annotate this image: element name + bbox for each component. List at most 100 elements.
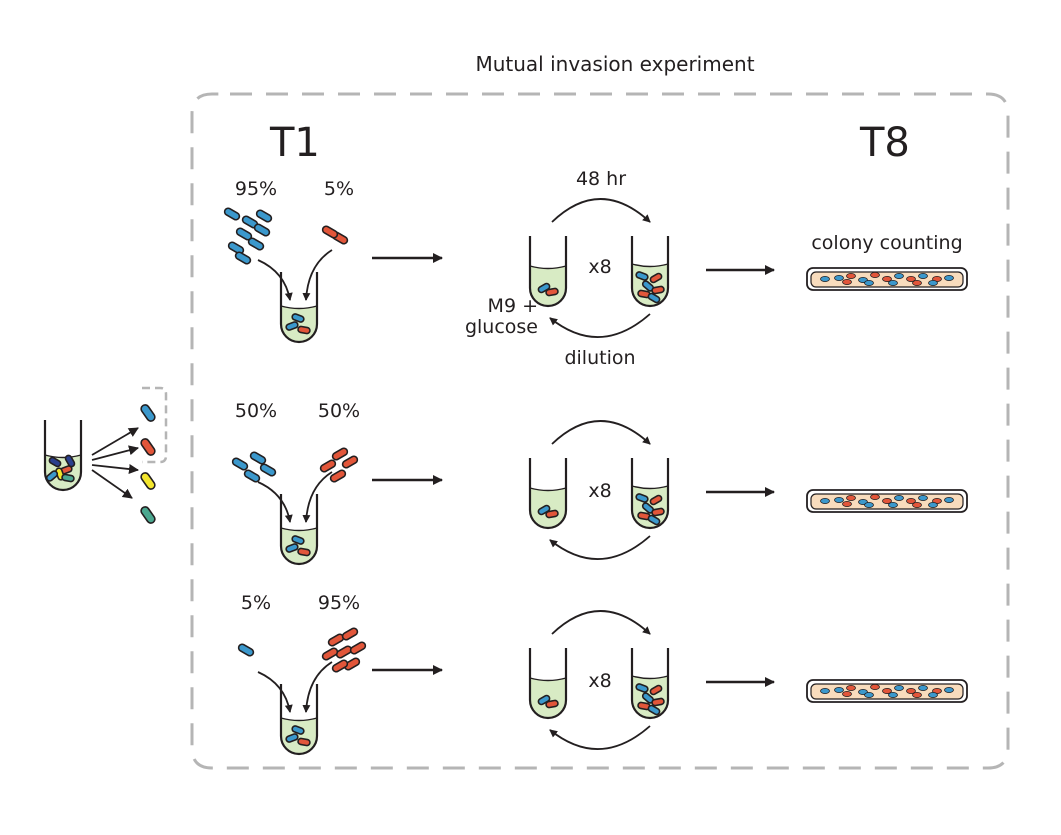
- row1-petri-dish-colony-5: [870, 271, 880, 278]
- row3-petri-dish-lid: [806, 679, 968, 703]
- row2-inoculum-blue-1: [231, 457, 249, 471]
- medium-label-line1: M9 +: [487, 295, 538, 317]
- row3-start-cell-blue: [537, 694, 551, 706]
- row2-petri-dish-colony-14: [888, 501, 898, 508]
- row3-mix-arrow-right: [302, 661, 333, 713]
- row2-culture-tube-start-meniscus: [529, 487, 567, 492]
- source-tube-outline: [43, 420, 83, 492]
- row2-mix-arrow-left: [257, 481, 293, 523]
- row3-mix-tube-meniscus: [280, 717, 318, 722]
- row1-petri-dish-colony-1: [820, 275, 830, 282]
- row1-petri-dish-colony-13: [864, 279, 874, 286]
- row3-mix-tube-media: [282, 718, 316, 753]
- row2-petri-dish-colony-2: [834, 496, 844, 503]
- row2-inoculum-red-1: [331, 447, 349, 461]
- row2-cycle-count: x8: [588, 480, 612, 502]
- row1-end-cell-1: [635, 271, 649, 281]
- row1-petri-dish-colony-12: [842, 278, 852, 285]
- row3-petri-dish-colony-15: [912, 692, 922, 699]
- row3-culture-tube-end-meniscus: [631, 675, 669, 680]
- row2-petri-dish: [806, 489, 968, 513]
- row3-end-cell-1: [635, 683, 649, 693]
- row3-petri-dish-colony-9: [918, 685, 928, 692]
- row3-petri-dish-colony-1: [820, 688, 830, 695]
- row2-end-cell-2: [649, 494, 663, 506]
- source-cell-5: [45, 470, 59, 482]
- row1-start-cell-blue: [537, 282, 551, 294]
- row3-petri-dish-colony-11: [944, 687, 954, 694]
- row2-petri-dish-colony-1: [820, 497, 830, 504]
- row1-petri-dish-colony-15: [912, 279, 922, 286]
- row3-mix-cell-red: [297, 737, 311, 747]
- row2-culture-tube-start-outline: [528, 458, 568, 530]
- row1-mix-tube-outline: [279, 272, 319, 344]
- row2-start-cell-red: [545, 509, 559, 519]
- row1-petri-dish-colony-8: [906, 275, 916, 282]
- row2-petri-dish-colony-5: [870, 493, 880, 500]
- isolate-blue: [140, 404, 156, 422]
- row3-start-cell-red: [545, 699, 559, 709]
- row1-mix-tube-meniscus: [280, 305, 318, 310]
- row3-inoculum-red-4: [349, 641, 367, 655]
- row3-cycle-arrow-back: [549, 725, 651, 750]
- row3-petri-dish-colony-13: [864, 692, 874, 699]
- row2-inoculum-red-4: [329, 469, 347, 483]
- transfer-duration-label: 48 hr: [575, 168, 627, 190]
- row1-culture-tube-start-meniscus: [529, 265, 567, 270]
- row2-mix-cell-blue-2: [291, 535, 305, 545]
- row1-petri-dish-colony-11: [944, 274, 954, 281]
- row1-cycle-arrow-forward: [551, 198, 651, 223]
- selected-isolates-box: [142, 386, 168, 464]
- row2-left-percent: 50%: [234, 400, 278, 422]
- row2-inoculum-red-3: [341, 455, 359, 469]
- row3-petri-dish-colony-6: [882, 688, 892, 695]
- row2-petri-dish-colony-8: [906, 497, 916, 504]
- row1-cycle-count: x8: [588, 256, 612, 278]
- row1-mix-arrow-right: [302, 249, 333, 301]
- row2-inoculum-blue-2: [249, 451, 267, 465]
- row1-petri-dish-colony-6: [882, 275, 892, 282]
- row2-cycle-arrow-back: [549, 535, 651, 560]
- row1-mix-arrow-left: [257, 259, 293, 301]
- row2-mix-tube-meniscus: [280, 527, 318, 532]
- row3-culture-tube-end-outline: [630, 648, 670, 720]
- medium-label-line2: glucose: [464, 316, 538, 338]
- row1-petri-dish-colony-14: [888, 279, 898, 286]
- row2-inoculum-blue-4: [259, 463, 277, 477]
- row2-culture-tube-end-meniscus: [631, 485, 669, 490]
- row3-petri-dish-colony-2: [834, 687, 844, 694]
- row3-petri-dish-colony-5: [870, 684, 880, 691]
- row2-mix-cell-blue: [285, 543, 299, 553]
- split-arrow-teal: [91, 469, 133, 499]
- row1-mix-tube-media: [282, 306, 316, 341]
- row1-petri-dish-lid: [806, 267, 968, 291]
- row1-culture-tube-end-outline: [630, 236, 670, 308]
- row3-mix-arrow-left: [257, 671, 293, 713]
- row2-petri-dish-colony-16: [928, 501, 938, 508]
- row2-petri-dish-lid: [806, 489, 968, 513]
- row1-inoculum-blue-3: [255, 209, 273, 223]
- split-arrow-blue: [91, 427, 139, 456]
- row3-mix-cell-blue-2: [291, 725, 305, 735]
- row3-right-percent: 95%: [317, 592, 361, 614]
- colony-counting-label: colony counting: [811, 232, 963, 254]
- row2-end-cell-4: [651, 507, 665, 517]
- row2-right-percent: 50%: [317, 400, 361, 422]
- row3-end-cell-2: [649, 684, 663, 696]
- row3-end-cell-4: [651, 697, 665, 707]
- row1-petri-dish-colony-2: [834, 274, 844, 281]
- row2-petri-dish-colony-12: [842, 500, 852, 507]
- row1-culture-tube-start-outline: [528, 236, 568, 308]
- row1-petri-dish-colony-16: [928, 279, 938, 286]
- row1-inoculum-blue-5: [253, 223, 271, 237]
- isolate-red: [140, 438, 156, 456]
- row2-petri-dish-colony-11: [944, 496, 954, 503]
- row2-petri-dish-colony-15: [912, 501, 922, 508]
- row3-left-percent: 5%: [240, 592, 272, 614]
- row1-mix-cell-red: [297, 325, 311, 335]
- row1-petri-dish-colony-9: [918, 272, 928, 279]
- isolate-teal: [140, 506, 156, 524]
- row3-mix-cell-blue: [285, 733, 299, 743]
- row2-inoculum-red-2: [319, 459, 337, 473]
